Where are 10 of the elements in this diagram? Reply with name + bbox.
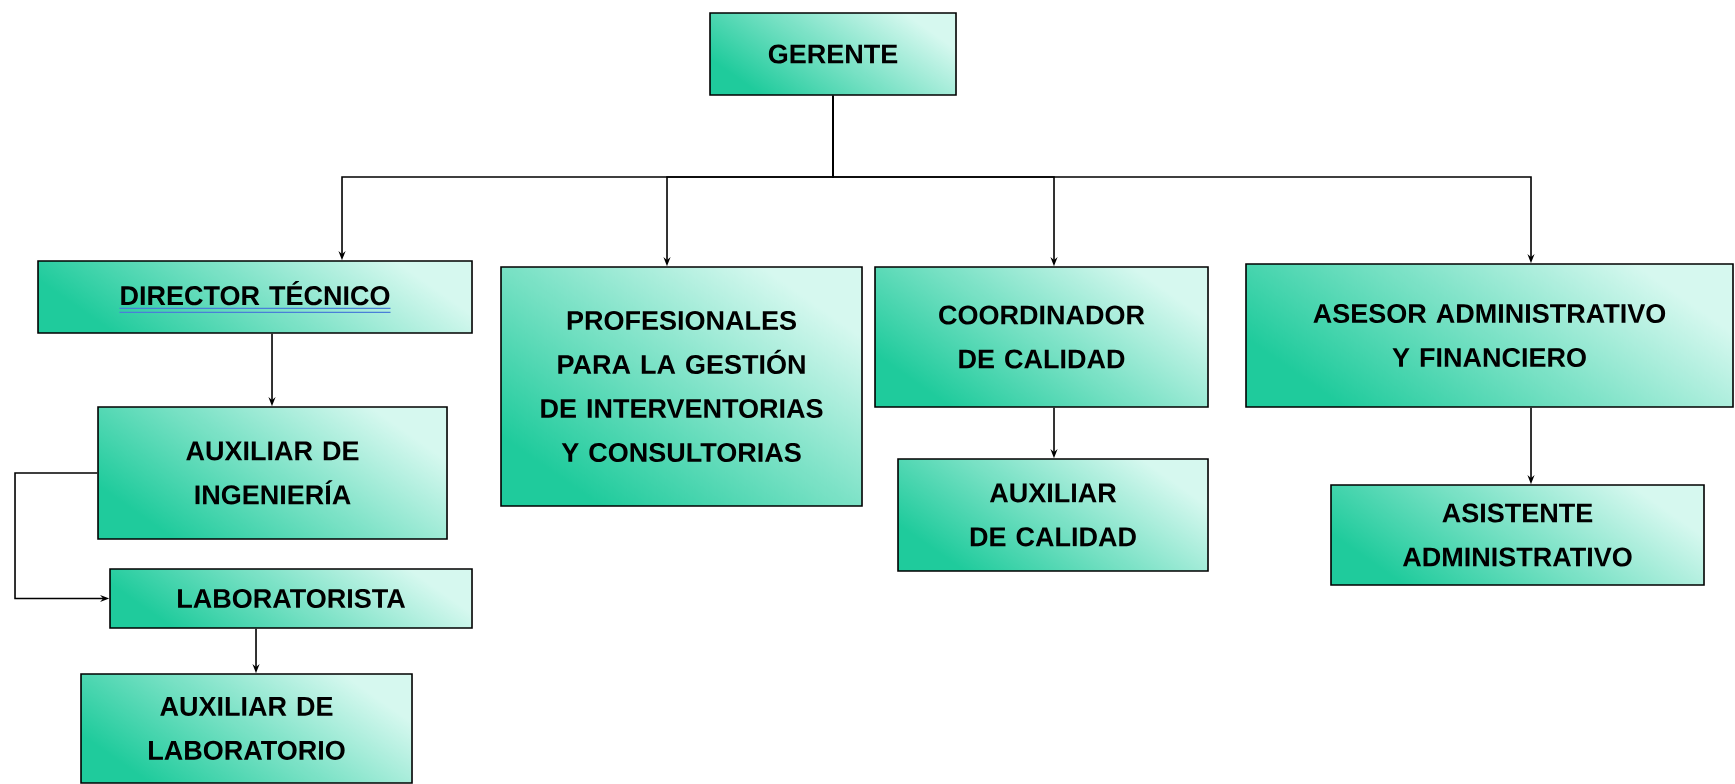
- org-box: DIRECTOR TÉCNICO: [37, 260, 473, 334]
- org-box: COORDINADOR DE CALIDAD: [874, 266, 1209, 408]
- org-box: LABORATORISTA: [109, 568, 473, 629]
- org-box: AUXILIAR DE INGENIERÍA: [97, 406, 448, 540]
- org-box: AUXILIAR DE LABORATORIO: [80, 673, 413, 784]
- org-box: GERENTE: [709, 12, 957, 96]
- org-box: AUXILIAR DE CALIDAD: [897, 458, 1209, 572]
- org-box: ASESOR ADMINISTRATIVO Y FINANCIERO: [1245, 263, 1734, 408]
- org-box: ASISTENTE ADMINISTRATIVO: [1330, 484, 1705, 586]
- org-box: PROFESIONALES PARA LA GESTIÓN DE INTERVENTORIAS Y CONSULTORIAS: [500, 266, 863, 507]
